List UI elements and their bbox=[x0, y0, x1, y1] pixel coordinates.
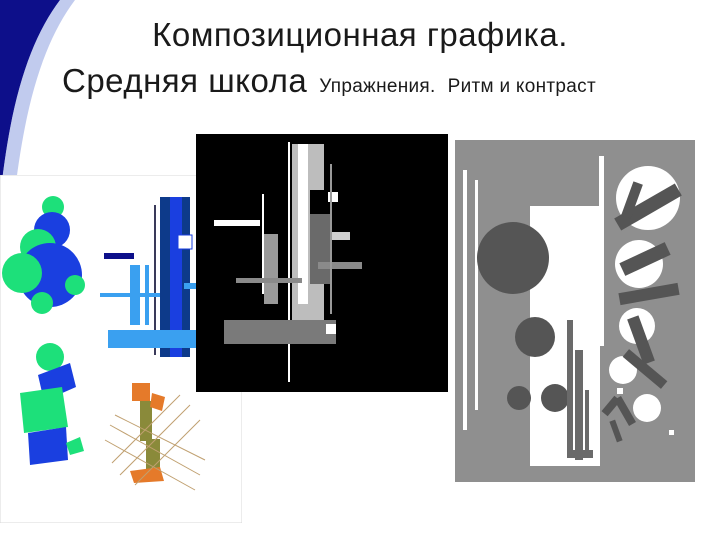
gray-composition bbox=[455, 140, 695, 482]
title-main: Средняя школа bbox=[62, 62, 308, 99]
slide-title-line2: Средняя школа Упражнения. Ритм и контраст bbox=[62, 62, 596, 100]
slide-title-line1: Композиционная графика. bbox=[152, 16, 568, 53]
black-composition bbox=[196, 134, 448, 392]
title-part-b: Ритм и контраст bbox=[447, 76, 596, 97]
title-part-a: Упражнения. bbox=[319, 76, 436, 97]
corner-arc-decoration bbox=[0, 0, 75, 200]
